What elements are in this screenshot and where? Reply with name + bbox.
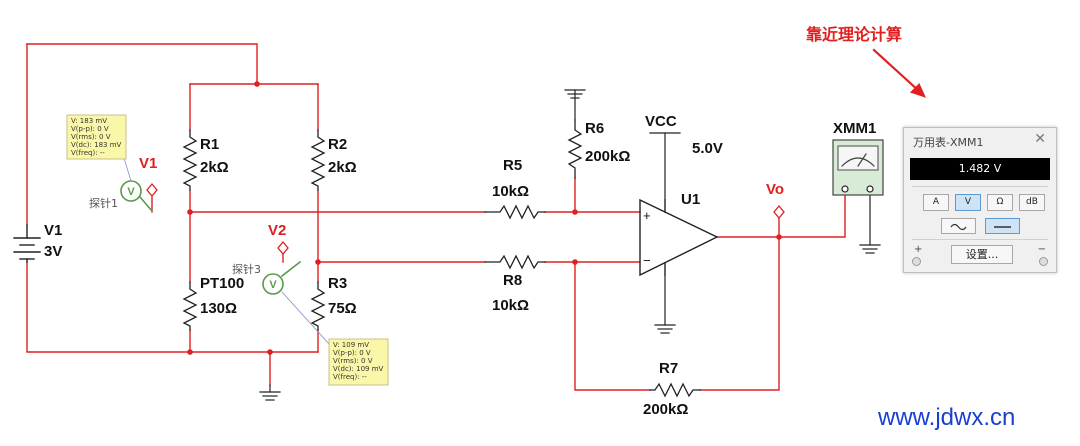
label-u1: U1 <box>681 191 700 208</box>
mode-ohmmeter-button[interactable]: Ω <box>987 194 1013 211</box>
sine-wave-icon <box>950 223 967 231</box>
ac-mode-button[interactable] <box>941 218 976 234</box>
opamp-plus-sign: + <box>643 208 651 223</box>
probe-v1-label: 探针1 <box>89 196 118 210</box>
label-r3-value: 75Ω <box>328 300 357 317</box>
dc-mode-button[interactable] <box>985 218 1020 234</box>
probe-v1-reading: V: 183 mV <box>71 117 107 125</box>
probe-v2-marker <box>277 240 289 256</box>
opamp-u1 <box>639 198 719 277</box>
probe-v2-icon <box>262 260 302 295</box>
label-r2-value: 2kΩ <box>328 159 357 176</box>
probe-v2-reading: V(rms): 0 V <box>333 357 373 365</box>
minus-jack-icon[interactable] <box>1039 257 1048 266</box>
multimeter-title: 万用表-XMM1 <box>913 136 984 149</box>
terminal-minus-label: − <box>1037 244 1046 255</box>
resistor-pt100 <box>182 281 198 331</box>
label-pt100-name: PT100 <box>200 275 244 292</box>
settings-button[interactable]: 设置... <box>951 245 1013 264</box>
mode-ammeter-button[interactable]: A <box>923 194 949 211</box>
label-r7-name: R7 <box>659 360 678 377</box>
battery-v1 <box>13 224 41 263</box>
label-vcc-value: 5.0V <box>692 140 723 157</box>
wires <box>26 43 846 391</box>
multimeter-icon <box>832 139 884 196</box>
label-r7-value: 200kΩ <box>643 401 688 418</box>
mode-voltmeter-button[interactable]: V <box>955 194 981 211</box>
label-r5-value: 10kΩ <box>492 183 529 200</box>
label-r5-name: R5 <box>503 157 522 174</box>
ground-symbols <box>259 89 881 401</box>
resistor-r7 <box>649 382 701 398</box>
multimeter-display: 1.482 V <box>910 158 1050 180</box>
probe-vo-name: Vo <box>766 181 784 198</box>
label-xmm1: XMM1 <box>833 120 876 137</box>
label-r3-name: R3 <box>328 275 347 292</box>
plus-jack-icon[interactable] <box>912 257 921 266</box>
dc-line-icon <box>994 226 1011 228</box>
probe-v1-reading: V(rms): 0 V <box>71 133 111 141</box>
close-icon[interactable]: ✕ <box>1034 131 1046 147</box>
annotation-text: 靠近理论计算 <box>806 25 902 44</box>
multimeter-panel: 万用表-XMM1 ✕ 1.482 V A V Ω dB + − 设置... <box>903 127 1057 273</box>
probe-vo-marker <box>773 204 785 220</box>
opamp-minus-sign: − <box>643 253 651 268</box>
probe-v2-reading: V(freq): -- <box>333 373 367 381</box>
label-r2-name: R2 <box>328 136 347 153</box>
mode-db-button[interactable]: dB <box>1019 194 1045 211</box>
resistor-r3 <box>310 281 326 331</box>
label-vcc-name: VCC <box>645 113 677 130</box>
resistor-r6 <box>567 119 583 179</box>
label-v1-name: V1 <box>44 222 62 239</box>
probe-v1-reading: V(p-p): 0 V <box>71 125 109 133</box>
label-r1-name: R1 <box>200 136 219 153</box>
svg-text:V: V <box>127 186 135 198</box>
resistor-r5 <box>484 204 546 220</box>
probe-v2-reading: V(p-p): 0 V <box>333 349 371 357</box>
resistor-r8 <box>484 254 546 270</box>
watermark: www.jdwx.cn <box>877 404 1015 431</box>
probe-v1-icon <box>120 180 154 213</box>
probe-v2-tooltip <box>328 338 389 386</box>
resistor-r1 <box>182 129 198 191</box>
probe-v2-label: 探针3 <box>232 262 261 276</box>
label-pt100-value: 130Ω <box>200 300 237 317</box>
label-v1-value: 3V <box>44 243 62 260</box>
annotation-arrow <box>872 48 927 98</box>
probe-v1-reading: V(dc): 183 mV <box>71 141 122 149</box>
label-r1-value: 2kΩ <box>200 159 229 176</box>
junction-dots <box>187 81 782 355</box>
label-r8-name: R8 <box>503 272 522 289</box>
probe-v2-reading: V: 109 mV <box>333 341 369 349</box>
label-r6-name: R6 <box>585 120 604 137</box>
resistor-r2 <box>310 129 326 191</box>
svg-text:V: V <box>269 279 277 291</box>
label-r8-value: 10kΩ <box>492 297 529 314</box>
probe-v1-reading: V(freq): -- <box>71 149 105 157</box>
probe-v1-name: V1 <box>139 155 157 172</box>
terminal-plus-label: + <box>914 244 923 255</box>
label-r6-value: 200kΩ <box>585 148 630 165</box>
probe-v2-name: V2 <box>268 222 286 239</box>
probe-v1-tooltip <box>66 114 127 160</box>
probe-v2-reading: V(dc): 109 mV <box>333 365 384 373</box>
probe-v1-marker <box>146 182 158 198</box>
